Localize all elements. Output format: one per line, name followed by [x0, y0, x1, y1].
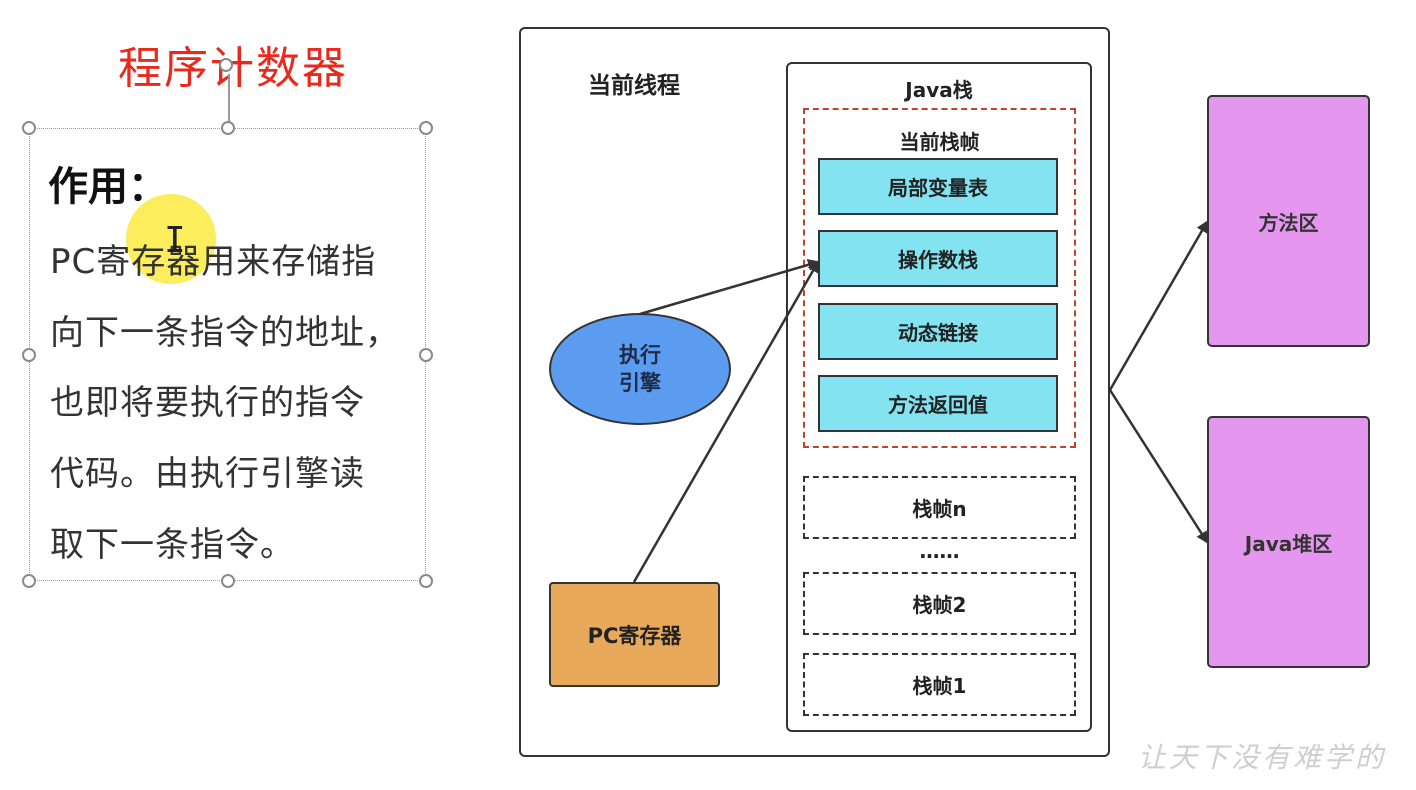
execution-engine: 执行 引擎: [549, 313, 731, 425]
resize-handle-bottom-left[interactable]: [22, 574, 36, 588]
stack-frame-n: 栈帧n: [803, 476, 1076, 539]
stack-to-method-area-arrow: [1108, 220, 1209, 391]
pc-register: PC寄存器: [549, 582, 720, 687]
rotate-handle-icon[interactable]: [219, 58, 233, 72]
resize-handle-bottom[interactable]: [221, 574, 235, 588]
watermark: 让天下没有难学的: [1138, 741, 1387, 774]
current-frame-box: [803, 108, 1076, 448]
rotate-stem: [228, 74, 230, 126]
stack-to-heap-arrow: [1108, 389, 1209, 544]
resize-handle-top-left[interactable]: [22, 121, 36, 135]
cursor-highlight: [126, 194, 216, 284]
textbox-line: PC寄存器用来存储指: [50, 242, 377, 282]
local-variable-table: 局部变量表: [818, 158, 1058, 215]
resize-handle-left[interactable]: [22, 348, 36, 362]
current-frame-label: 当前栈帧: [899, 130, 980, 154]
engine-to-operand-stack-arrow: [639, 259, 820, 316]
stack-frame-2: 栈帧2: [803, 572, 1076, 635]
return-address: 方法返回值: [818, 375, 1058, 432]
java-heap: Java堆区: [1207, 416, 1370, 668]
execution-engine-line2: 引擎: [619, 371, 661, 395]
textbox-heading: 作用：: [48, 164, 168, 210]
textbox-line: 向下一条指令的地址，: [50, 313, 400, 353]
java-stack-label: Java栈: [905, 78, 973, 102]
stack-frame-ellipsis: ……: [919, 539, 960, 563]
textbox-line: 代码。由执行引擎读: [50, 454, 365, 494]
resize-handle-right[interactable]: [419, 348, 433, 362]
current-thread-label: 当前线程: [588, 73, 680, 99]
resize-handle-top-right[interactable]: [419, 121, 433, 135]
operand-stack: 操作数栈: [818, 230, 1058, 287]
pc-to-operand-stack-arrow: [632, 260, 820, 583]
method-area: 方法区: [1207, 95, 1370, 347]
textbox-line: 也即将要执行的指令: [50, 383, 365, 423]
resize-handle-top[interactable]: [221, 121, 235, 135]
stack-frame-1: 栈帧1: [803, 653, 1076, 716]
textbox-line: 取下一条指令。: [50, 525, 295, 565]
dynamic-linking: 动态链接: [818, 303, 1058, 360]
execution-engine-line1: 执行: [619, 343, 661, 367]
text-cursor-icon: I: [164, 220, 186, 261]
java-stack-box: [786, 62, 1092, 732]
resize-handle-bottom-right[interactable]: [419, 574, 433, 588]
